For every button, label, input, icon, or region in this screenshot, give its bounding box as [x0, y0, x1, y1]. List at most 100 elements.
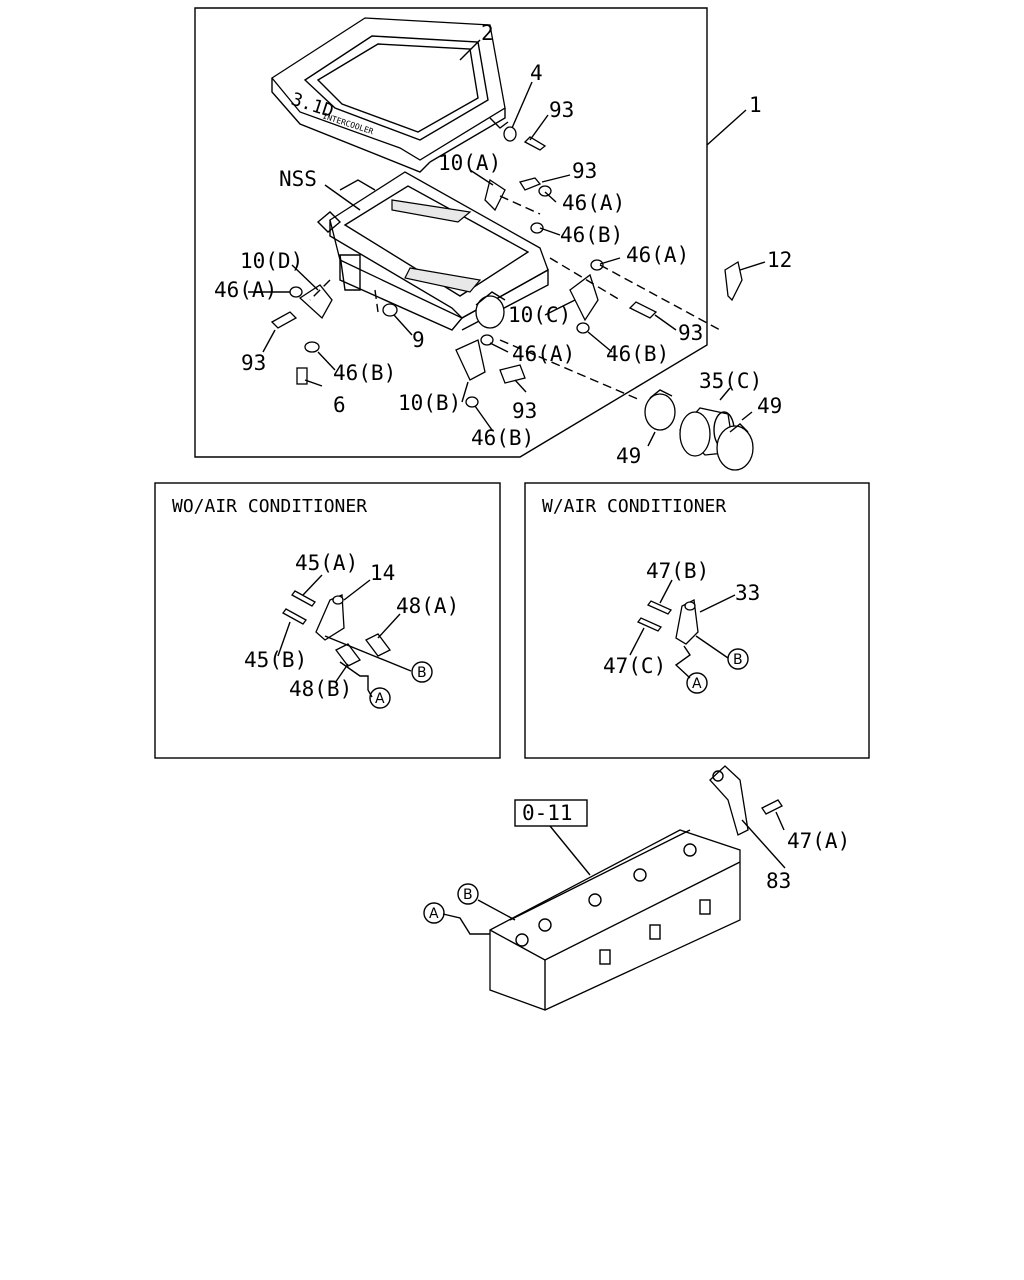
washer-4: [503, 126, 517, 142]
callout-83: 83: [766, 869, 791, 893]
w-air-conditioner-panel: W/AIR CONDITIONER 47(B) 33 47(C) B A: [524, 482, 870, 759]
washer-46b-top: [530, 222, 544, 234]
engine-cylinder-head-group: 0-11 47(A) 83 B A: [423, 765, 850, 1011]
callout-10c: 10(C): [508, 303, 571, 327]
bolt-93-right: [628, 301, 658, 319]
bracket-33: [675, 599, 699, 645]
spacer-6: [296, 367, 308, 385]
cylinder-head: [489, 829, 741, 1011]
hardware-items: [270, 126, 743, 408]
marker-b: [457, 883, 479, 905]
bolt-47a: [761, 799, 783, 815]
marker-a: [686, 672, 708, 694]
callout-45b: 45(B): [244, 648, 307, 672]
spacer-48a: [365, 633, 391, 657]
ref-box-label: 0-11: [522, 801, 573, 825]
w-ac-frame: [524, 482, 870, 759]
nut-46a-right: [590, 259, 604, 271]
bolt-47c: [636, 617, 663, 632]
callout-49-left: 49: [616, 444, 641, 468]
ref-box: [514, 799, 588, 827]
callout-14: 14: [370, 561, 395, 585]
callout-46b-top: 46(B): [560, 223, 623, 247]
callout-46a-top: 46(A): [562, 191, 625, 215]
bracket-10c: [569, 273, 599, 322]
bracket-83: [709, 765, 749, 836]
main-leader-lines: [248, 39, 766, 431]
callout-48a: 48(A): [396, 594, 459, 618]
callout-49-right: 49: [757, 394, 782, 418]
callout-33: 33: [735, 581, 760, 605]
callout-46a-right: 46(A): [626, 243, 689, 267]
callout-35c: 35(C): [699, 369, 762, 393]
w-ac-title: W/AIR CONDITIONER: [542, 496, 726, 517]
callout-93-c: 93: [678, 321, 703, 345]
bolt-93-top: [523, 136, 547, 151]
nut-46a-bottom: [480, 334, 494, 346]
callout-46b-left: 46(B): [333, 361, 396, 385]
bracket-10d: [298, 284, 333, 320]
clamp-49-left: [644, 393, 676, 431]
marker-a-label: A: [375, 691, 385, 707]
callout-47c: 47(C): [603, 654, 666, 678]
nut-9: [382, 303, 398, 317]
marker-b-label: B: [463, 887, 473, 903]
nut-46a-top: [538, 185, 552, 197]
callout-10b: 10(B): [398, 391, 461, 415]
callout-46b-bottom: 46(B): [471, 426, 534, 450]
bolt-93-mid: [518, 177, 542, 191]
bolt-93-bottom: [499, 364, 526, 384]
marker-a: [369, 687, 391, 709]
main-assembly-group: 3.1D INTERCOOLER: [194, 7, 792, 471]
bracket-10b: [455, 339, 486, 381]
marker-a: [423, 902, 445, 924]
callout-48b: 48(B): [289, 677, 352, 701]
callout-93-e: 93: [512, 399, 537, 423]
intercooler-cover-plate: 3.1D INTERCOOLER: [271, 17, 509, 173]
callout-10a: 10(A): [438, 151, 501, 175]
marker-b-label: B: [733, 652, 743, 668]
callout-1: 1: [749, 93, 762, 117]
marker-b: [411, 661, 433, 683]
callout-2: 2: [481, 21, 494, 45]
main-assembly-frame: [194, 7, 708, 458]
callout-4: 4: [530, 61, 543, 85]
callout-46a-left: 46(A): [214, 278, 277, 302]
intercooler-core-body: [316, 171, 549, 331]
wo-air-conditioner-panel: WO/AIR CONDITIONER 45(A) 14 48(A) 45(B) …: [154, 482, 501, 759]
nut-46a-left: [289, 286, 303, 298]
bolt-12: [724, 260, 743, 302]
marker-a-label: A: [429, 906, 439, 922]
bolt-93-left: [270, 311, 298, 329]
callout-46b-right: 46(B): [606, 342, 669, 366]
wo-ac-title: WO/AIR CONDITIONER: [172, 496, 367, 517]
marker-b-label: B: [417, 665, 427, 681]
bolt-45a: [291, 590, 316, 607]
callout-45a: 45(A): [295, 551, 358, 575]
washer-46b-right: [576, 322, 590, 334]
wo-ac-frame: [154, 482, 501, 759]
washer-46b-bottom: [465, 396, 479, 408]
clamp-49-right: [716, 425, 754, 471]
callout-93-a: 93: [549, 98, 574, 122]
callout-47b: 47(B): [646, 559, 709, 583]
bracket-14: [315, 594, 345, 641]
callout-47a: 47(A): [787, 829, 850, 853]
washer-46b-left: [304, 341, 320, 353]
callout-10d: 10(D): [240, 249, 303, 273]
hose-and-clamps: [644, 387, 754, 471]
bolt-47b: [646, 600, 673, 615]
callout-nss: NSS: [279, 167, 317, 191]
callout-9: 9: [412, 328, 425, 352]
callout-6: 6: [333, 393, 346, 417]
marker-b: [727, 648, 749, 670]
spacer-48b: [335, 643, 361, 667]
callout-46a-bottom: 46(A): [512, 342, 575, 366]
bolt-45b: [282, 608, 307, 625]
callout-12: 12: [767, 248, 792, 272]
bracket-10a: [484, 178, 506, 212]
callout-93-d: 93: [241, 351, 266, 375]
marker-a-label: A: [692, 676, 702, 692]
